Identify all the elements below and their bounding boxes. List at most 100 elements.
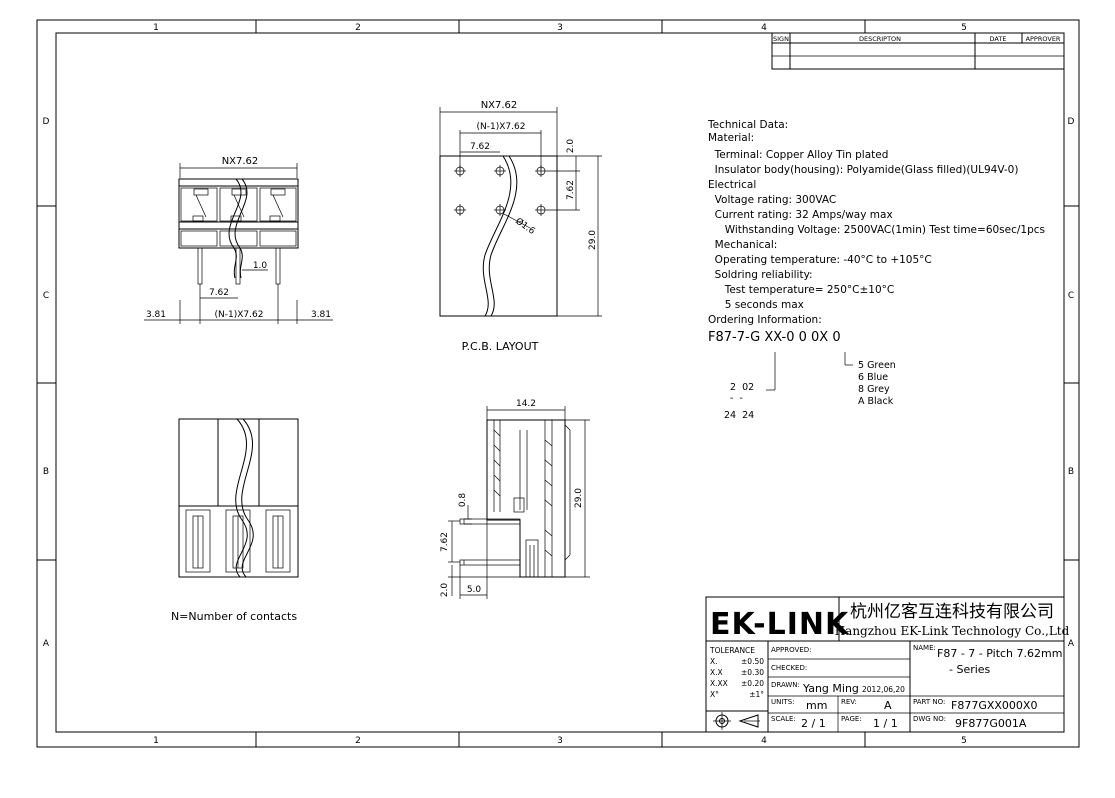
tech-line: Operating temperature: -40°C to +105°C <box>708 254 932 266</box>
units-label: UNITS: <box>771 698 795 706</box>
grid-col-label: 5 <box>961 23 967 33</box>
grid-row-label: B <box>1068 467 1074 477</box>
ordering-leaders <box>766 352 853 391</box>
color-option: 8 Grey <box>858 384 890 395</box>
grid-row-label: C <box>1068 291 1074 301</box>
front-view: NX7.62 1.0 7.62 <box>144 156 333 324</box>
order-code: F87-7-G XX-0 0 0X 0 <box>708 330 841 345</box>
dwg-label: DWG NO: <box>913 715 946 723</box>
name-value-1: F87 - 7 - Pitch 7.62mm <box>937 647 1062 660</box>
pcb-dim-top: NX7.62 <box>481 100 518 111</box>
front-dim-left: 3.81 <box>146 310 166 320</box>
grid-col-label: 1 <box>153 23 159 33</box>
revision-table: SIGN DESCRIPTON DATE APPROVER <box>771 32 1065 70</box>
tech-line: Voltage rating: 300VAC <box>708 194 837 206</box>
side-dim-width: 14.2 <box>516 399 536 409</box>
front-dim-span: (N-1)X7.62 <box>215 310 264 320</box>
tech-line: Test temperature= 250°C±10°C <box>708 284 895 296</box>
grid-labels: 1 2 3 4 5 1 2 3 4 5 D C B A D C B A <box>43 23 1075 746</box>
grid-row-label: A <box>43 639 50 649</box>
side-dim-offset: 2.0 <box>440 583 450 598</box>
pcb-dim-height: 29.0 <box>588 230 598 250</box>
front-dim-pitch: 7.62 <box>209 288 229 298</box>
grid-col-label: 3 <box>557 736 563 746</box>
drawing-frame <box>36 19 1080 748</box>
tech-line: Terminal: Copper Alloy Tin plated <box>708 149 889 161</box>
side-dim-pin: 0.8 <box>458 493 468 508</box>
checked-label: CHECKED: <box>771 664 807 672</box>
company-name-en: Hangzhou EK-Link Technology Co.,Ltd <box>835 624 1070 638</box>
tolerance-key: X.XX <box>710 679 728 688</box>
projection-symbol-icon <box>713 712 760 730</box>
tech-line: Current rating: 32 Amps/way max <box>708 209 893 221</box>
contacts-note: N=Number of contacts <box>171 610 297 623</box>
grid-col-label: 1 <box>153 736 159 746</box>
pcb-dim-pitch: 7.62 <box>470 142 490 152</box>
title-block: EK-LINK 杭州亿客互连科技有限公司 Hangzhou EK-Link Te… <box>705 596 1070 733</box>
rev-label: REV: <box>841 698 857 706</box>
tech-line: 5 seconds max <box>708 299 804 311</box>
tolerance-key: X.X <box>710 668 723 677</box>
rev-header-description: DESCRIPTON <box>859 35 901 43</box>
company-logo: EK-LINK <box>710 607 850 642</box>
side-dim-height: 29.0 <box>574 488 584 508</box>
tolerance-value: ±1° <box>749 690 764 699</box>
color-option: 6 Blue <box>858 372 889 383</box>
side-dim-pitch: 7.62 <box>440 532 450 552</box>
company-name-cn: 杭州亿客互连科技有限公司 <box>850 602 1054 622</box>
contact-max: 24 24 <box>724 410 755 421</box>
grid-col-label: 2 <box>355 736 361 746</box>
front-dim-right: 3.81 <box>311 310 331 320</box>
pcb-dim-row: 7.62 <box>566 180 576 200</box>
side-dim-foot: 5.0 <box>467 585 482 595</box>
front-dim-top: NX7.62 <box>222 156 259 167</box>
name-label: NAME: <box>913 644 936 652</box>
contact-min: 2 02 <box>730 382 755 393</box>
tolerance-label: TOLERANCE <box>709 646 755 655</box>
tolerance-value: ±0.50 <box>741 657 764 666</box>
tech-line: Ordering Information: <box>708 314 822 326</box>
pcb-dim-edge: 2.0 <box>566 139 576 154</box>
scale-label: SCALE: <box>771 715 796 723</box>
grid-col-label: 4 <box>761 736 767 746</box>
drawn-label: DRAWN: <box>771 681 800 689</box>
grid-col-label: 2 <box>355 23 361 33</box>
bottom-view: N=Number of contacts <box>171 418 299 623</box>
scale-value: 2 / 1 <box>801 717 826 730</box>
grid-col-label: 4 <box>761 23 767 33</box>
rev-value: A <box>884 699 892 712</box>
tolerance-value: ±0.30 <box>741 668 764 677</box>
grid-row-label: D <box>1068 117 1075 127</box>
tech-line: Insulator body(housing): Polyamide(Glass… <box>708 164 1019 176</box>
name-value-2: - Series <box>949 663 991 676</box>
tech-line: Technical Data: <box>708 119 789 131</box>
front-dim-pin-offset: 1.0 <box>253 261 268 271</box>
contact-dash: - - <box>730 393 743 404</box>
grid-row-label: D <box>43 117 50 127</box>
units-value: mm <box>806 699 827 712</box>
tolerance-value: ±0.20 <box>741 679 764 688</box>
tech-line: Mechanical: <box>708 239 778 251</box>
page-label: PAGE: <box>841 715 862 723</box>
tech-line: Withstanding Voltage: 2500VAC(1min) Test… <box>708 224 1046 236</box>
pcb-layout: NX7.62 (N-1)X7.62 7.62 Ø1.6 2.0 7.62 <box>439 100 602 353</box>
approved-label: APPROVED: <box>771 646 811 654</box>
pcb-dim-span: (N-1)X7.62 <box>477 122 526 132</box>
tech-line: Material: <box>708 132 755 144</box>
grid-col-label: 3 <box>557 23 563 33</box>
tolerance-key: X° <box>710 690 719 699</box>
tolerance-key: X. <box>710 657 718 666</box>
tech-line: Electrical <box>708 179 757 191</box>
drawn-by: Yang Ming <box>802 682 859 695</box>
pcb-dim-hole: Ø1.6 <box>513 216 537 237</box>
tech-line: Soldring reliability: <box>708 269 813 281</box>
color-option: A Black <box>858 396 894 407</box>
dwg-value: 9F877G001A <box>955 717 1027 730</box>
side-view: 14.2 29.0 0.8 7.62 <box>440 399 590 599</box>
grid-col-label: 5 <box>961 736 967 746</box>
rev-header-approver: APPROVER <box>1026 35 1061 43</box>
grid-row-label: C <box>43 291 49 301</box>
drawn-date: 2012,06,20 <box>862 685 905 694</box>
rev-header-date: DATE <box>990 35 1007 43</box>
